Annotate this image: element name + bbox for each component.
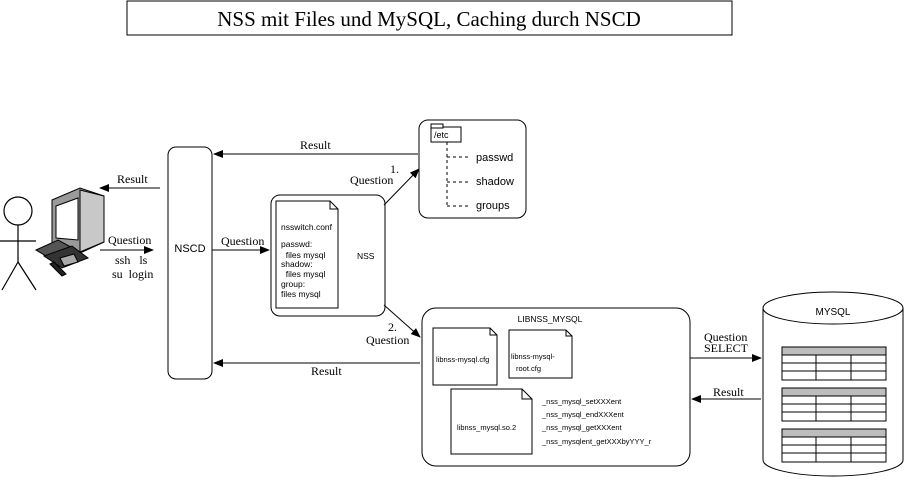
user-commands-line2: su login <box>112 267 153 281</box>
user-commands-line1: ssh ls <box>115 253 148 267</box>
mysql-label: MYSQL <box>815 307 850 318</box>
nss-file-line: shadow: <box>281 259 313 269</box>
nss-file-line: files mysql <box>281 269 326 279</box>
libnss-mysql-cfg-file: libnss-mysql.cfg <box>432 327 498 386</box>
user-result-label: Result <box>117 172 148 186</box>
function-name: _nss_mysqlent_getXXXbyYYY_r <box>541 437 652 446</box>
so-label: libnss_mysql.so.2 <box>457 423 516 432</box>
nsswitch-conf-file: nsswitch.conf passwd: files mysql shadow… <box>281 222 333 299</box>
etc-folder-label: /etc <box>434 130 449 140</box>
question1-label: Question <box>350 173 393 187</box>
function-name: _nss_mysql_getXXXent <box>541 423 623 432</box>
libnss-mysql-so-file: libnss_mysql.so.2 <box>450 388 533 455</box>
user-stick-figure-icon <box>0 196 37 291</box>
etc-file-shadow: shadow <box>476 176 514 188</box>
mysql-to-libnss-result-label: Result <box>713 385 744 399</box>
nss-file-line: files mysql <box>281 250 326 260</box>
user-question-label: Question <box>108 233 151 247</box>
libnss-mysql-root-cfg-file: libnss-mysql- root.cfg <box>508 329 573 379</box>
function-name: _nss_mysql_endXXXent <box>541 410 625 419</box>
nscd-question-label: Question <box>221 234 264 248</box>
cfg1-label: libnss-mysql.cfg <box>436 355 489 364</box>
cfg2-label-line2: root.cfg <box>516 364 541 373</box>
nss-file-line: group: <box>281 279 305 289</box>
cfg2-label-line1: libnss-mysql- <box>511 352 555 361</box>
title-box: NSS mit Files und MySQL, Caching durch N… <box>126 0 733 36</box>
libnss-mysql-label: LIBNSS_MYSQL <box>518 314 583 324</box>
files-result-label: Result <box>300 138 331 152</box>
etc-box: /etc passwd shadow groups <box>418 119 527 219</box>
computer-icon <box>34 187 105 277</box>
etc-file-passwd: passwd <box>476 152 513 164</box>
mysql-result-label: Result <box>311 364 342 378</box>
question1-arrow <box>383 168 420 206</box>
question1-number: 1. <box>390 162 399 176</box>
nscd-box: NSCD <box>167 146 213 380</box>
mysql-database-icon: MYSQL <box>762 291 904 477</box>
libnss-mysql-box: LIBNSS_MYSQL libnss-mysql.cfg libnss-mys… <box>421 307 691 467</box>
mysql-select-label: SELECT <box>704 341 749 355</box>
nss-label: NSS <box>357 251 375 261</box>
nss-file-line: files mysql <box>281 289 321 299</box>
database-table-icon <box>781 387 887 422</box>
nscd-label: NSCD <box>174 243 205 255</box>
question2-label: Question <box>366 333 409 347</box>
database-table-icon <box>781 346 887 381</box>
question2-arrow <box>383 304 421 338</box>
nss-file-line: nsswitch.conf <box>281 222 333 232</box>
question2-number: 2. <box>388 320 397 334</box>
function-name: _nss_mysql_setXXXent <box>541 397 622 406</box>
database-table-icon <box>781 428 887 463</box>
etc-file-groups: groups <box>476 200 510 212</box>
diagram-title: NSS mit Files und MySQL, Caching durch N… <box>217 7 641 31</box>
folder-icon <box>430 126 462 143</box>
nss-box: nsswitch.conf passwd: files mysql shadow… <box>270 194 386 317</box>
nss-file-line: passwd: <box>281 239 312 249</box>
mysql-question-label: Question <box>704 330 747 344</box>
